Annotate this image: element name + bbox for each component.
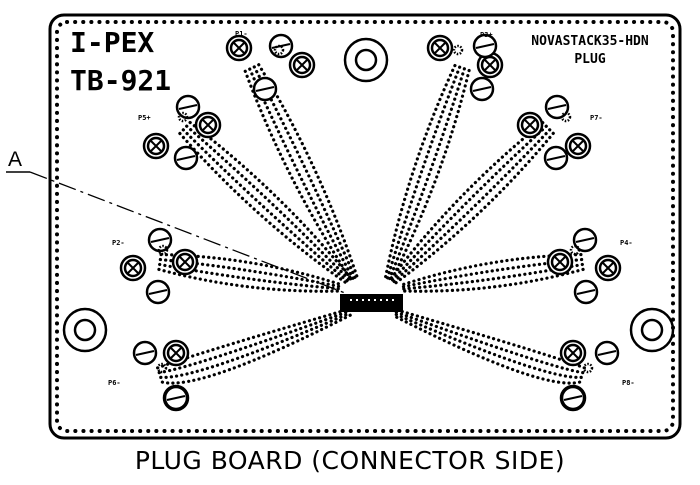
mounting-hole-left [62, 307, 108, 353]
slotted-pad [573, 279, 599, 305]
slotted-pad [173, 145, 199, 171]
cross-screw-pad [194, 111, 222, 139]
signal-trace [159, 311, 352, 379]
slotted-pad [472, 33, 498, 59]
cross-screw-pad [119, 254, 147, 282]
pad-label: P6- [108, 379, 121, 387]
signal-trace [157, 267, 344, 293]
pad-label: P7- [590, 114, 603, 122]
cross-screw-pad [516, 111, 544, 139]
via-mark [582, 362, 594, 374]
slotted-pad [544, 94, 570, 120]
signal-trace [391, 309, 585, 375]
pad-label: P5+ [138, 114, 151, 122]
cross-screw-pad [142, 132, 170, 160]
via-mark [273, 44, 285, 56]
signal-trace [391, 311, 583, 379]
signal-trace [181, 128, 351, 285]
pad-label: P1- [235, 30, 248, 38]
brand-label: I-PEX [70, 26, 154, 59]
cross-screw-pad [559, 339, 587, 367]
board-edge-dots [55, 20, 675, 433]
via-mark [177, 111, 189, 123]
signal-trace [188, 120, 354, 282]
pad-label: P4- [620, 239, 633, 247]
pad-cluster: P4- [546, 227, 633, 305]
slotted-pad [132, 340, 158, 366]
signal-trace [383, 63, 457, 281]
pad-label: P8- [622, 379, 635, 387]
callout-leader-line [29, 171, 346, 294]
model-label: TB-921 [70, 64, 171, 97]
signal-trace [257, 63, 360, 281]
via-mark [157, 244, 169, 256]
cross-screw-pad [225, 34, 253, 62]
trace-group [156, 63, 586, 385]
pad-cluster: P2- [112, 227, 199, 305]
product-name-label: NOVASTACK35-HDN [531, 34, 649, 49]
signal-trace [156, 307, 351, 370]
slotted-pad [594, 340, 620, 366]
signal-trace [160, 313, 353, 385]
via-mark [452, 44, 464, 56]
slotted-pad [145, 279, 171, 305]
signal-trace [389, 68, 471, 283]
board-outline [48, 13, 682, 440]
signal-trace [185, 124, 353, 283]
signal-trace [252, 65, 358, 282]
signal-trace [248, 67, 356, 283]
cross-screw-pad [288, 51, 316, 79]
pad-group: P1- P3+ P5+ P7- P2- P4- P6- P8- [108, 30, 635, 412]
pad-cluster: P3+ [426, 31, 504, 102]
slotted-pad [163, 385, 189, 411]
signal-trace [391, 128, 552, 285]
signal-trace [389, 124, 548, 283]
figure-caption: PLUG BOARD (CONNECTOR SIDE) [134, 446, 566, 475]
cross-screw-pad [162, 339, 190, 367]
product-type-label: PLUG [574, 52, 605, 67]
signal-trace [392, 131, 555, 286]
signal-trace [390, 313, 582, 385]
signal-trace [387, 67, 466, 282]
slotted-pad [252, 76, 278, 102]
mounting-hole-top [343, 37, 389, 83]
signal-trace [157, 309, 352, 375]
pad-cluster: P6- [108, 339, 190, 412]
pad-cluster: P1- [225, 30, 316, 102]
slotted-pad [560, 385, 586, 411]
slotted-pad [147, 227, 173, 253]
via-mark [560, 111, 572, 123]
pad-cluster: P5+ [138, 94, 222, 171]
cross-screw-pad [564, 132, 592, 160]
signal-trace [388, 121, 545, 282]
signal-trace [178, 131, 350, 286]
cross-screw-pad [426, 34, 454, 62]
mounting-hole-right [629, 307, 675, 353]
signal-trace [243, 69, 354, 283]
via-mark [569, 244, 581, 256]
pad-label: P2- [112, 239, 125, 247]
cross-screw-pad [476, 51, 504, 79]
slotted-pad [543, 145, 569, 171]
via-mark [156, 362, 168, 374]
pad-label: P3+ [480, 31, 493, 39]
signal-trace [385, 65, 462, 282]
cross-screw-pad [594, 254, 622, 282]
callout-label: A [8, 148, 22, 171]
slotted-pad [469, 76, 495, 102]
cross-screw-pad [546, 248, 574, 276]
center-connector [340, 294, 403, 312]
pad-cluster: P8- [559, 339, 635, 412]
slotted-pad [572, 227, 598, 253]
slotted-pad [268, 33, 294, 59]
cross-screw-pad [171, 248, 199, 276]
pad-cluster: P7- [516, 94, 603, 171]
plug-board-drawing: I-PEX TB-921 NOVASTACK35-HDN PLUG P1- P3+… [6, 13, 682, 440]
